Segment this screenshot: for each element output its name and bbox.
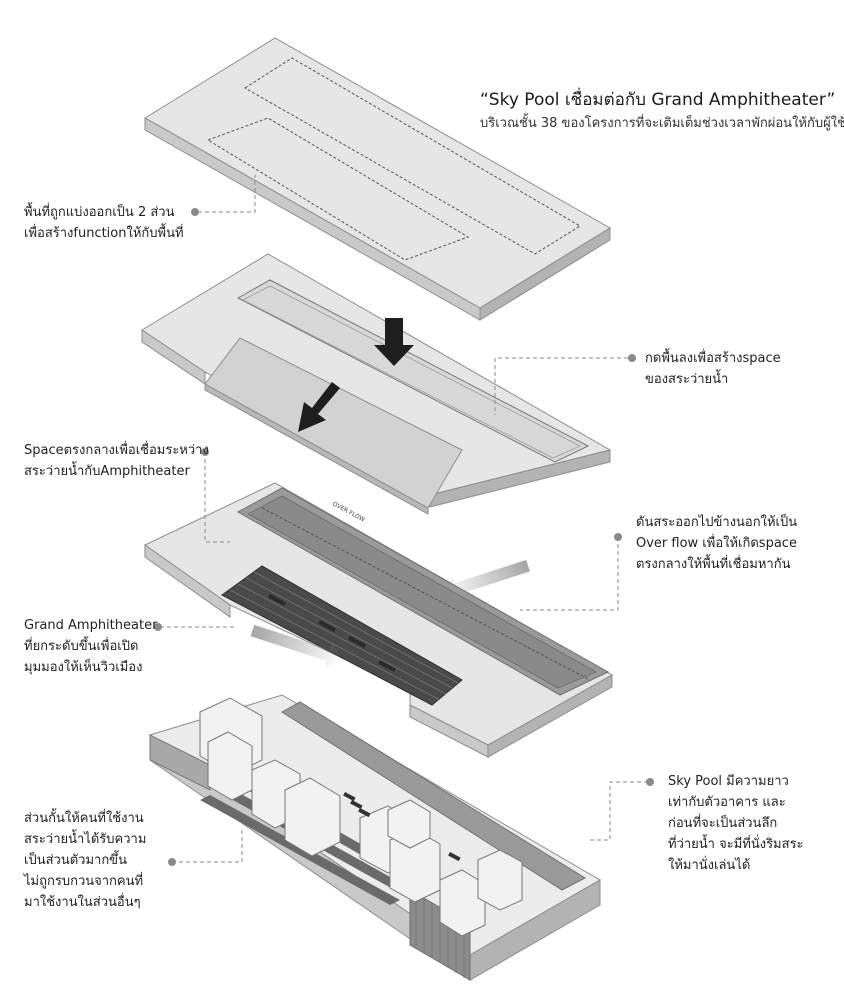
annotation-press-down: กดพื้นลงเพื่อสร้างspace ของสระว่ายน้ำ (645, 351, 781, 387)
sky-pool-strip (281, 701, 587, 891)
annotation-amphitheater: Grand Amphitheater ที่ยกระดับขึ้นเพื่อเป… (24, 618, 158, 675)
layer-1-top-slab (144, 37, 611, 321)
layer-4-building (148, 694, 601, 981)
layer-2-pressed-slab (141, 253, 612, 515)
annotation-split-area: พื้นที่ถูกแบ่งออกเป็น 2 ส่วน เพื่อสร้างf… (24, 205, 184, 241)
dashed-zone-lower (206, 117, 470, 261)
dashed-zone-upper (244, 57, 581, 255)
layer-3-overflow-amphitheater: OVER FLOW (144, 482, 614, 758)
pool-cut (236, 279, 590, 463)
diagram-subtitle: บริเวณชั้น 38 ของโครงการที่จะเติมเต็มช่ว… (480, 116, 844, 131)
annotation-partition: ส่วนกั้นให้คนที่ใช้งาน สระว่ายน้ำได้รับค… (24, 811, 147, 910)
annotation-sky-pool: Sky Pool มีความยาว เท่ากับตัวอาคาร และ ก… (668, 774, 804, 873)
leader-lines (160, 175, 648, 863)
annotation-push-out: ดันสระออกไปข้างนอกให้เป็น Over flow เพื่… (636, 515, 798, 572)
push-out-arrow (442, 559, 530, 602)
amphitheater-arrow (250, 624, 343, 668)
annotation-center-space: Spaceตรงกลางเพื่อเชื่อมระหว่าง สระว่ายน้… (24, 443, 209, 479)
leader-dots (154, 208, 654, 866)
diagram-title: “Sky Pool เชื่อมต่อกับ Grand Amphitheate… (480, 90, 836, 110)
press-down-arrow (374, 318, 414, 366)
tilt-arrow (298, 382, 340, 432)
